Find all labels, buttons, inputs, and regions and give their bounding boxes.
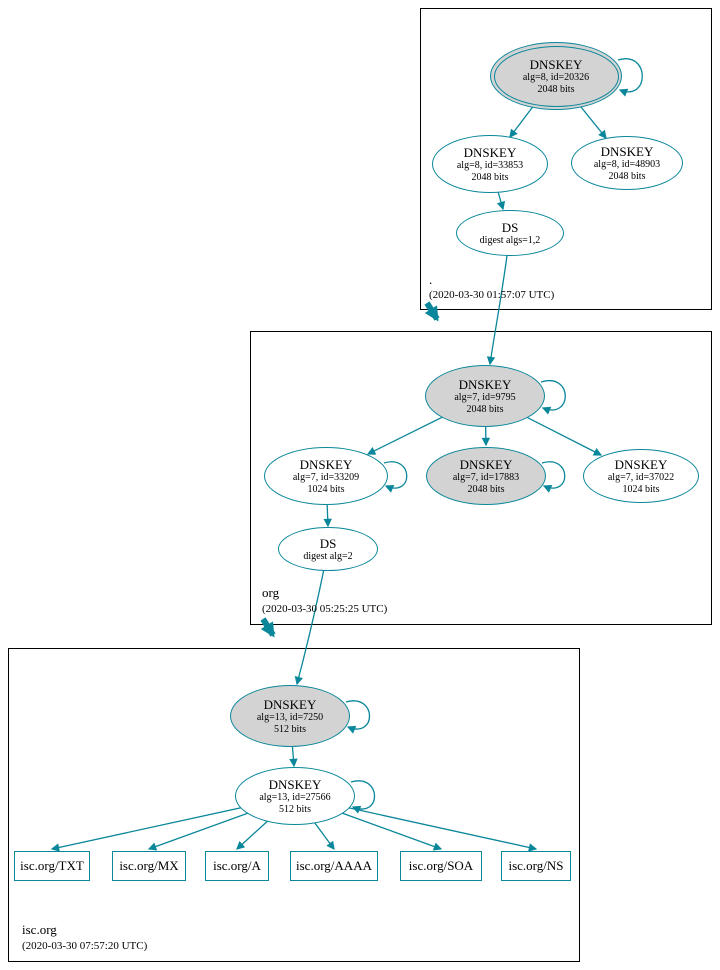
zone-timestamp-isc-org: (2020-03-30 07:57:20 UTC) (22, 940, 148, 952)
ds-node-root: DS digest algs=1,2 (456, 210, 564, 256)
zone-label-org: org (262, 585, 280, 600)
zone-box-root (420, 8, 712, 310)
rrset-isc-org-a: isc.org/A (205, 851, 269, 881)
dnskey-node-root-ksk-20326: DNSKEY alg=8, id=20326 2048 bits (490, 42, 622, 110)
node-title: DNSKEY (600, 143, 654, 159)
node-bits: 1024 bits (622, 483, 660, 495)
node-title: DNSKEY (614, 456, 668, 472)
dnskey-node-root-zsk-33853: DNSKEY alg=8, id=33853 2048 bits (432, 135, 548, 193)
edge-org-ksk9795-selfloop (540, 379, 566, 415)
node-detail: alg=8, id=48903 (593, 158, 661, 170)
rrset-isc-org-ns: isc.org/NS (501, 851, 571, 881)
node-detail: alg=7, id=33209 (292, 471, 360, 483)
node-detail: alg=7, id=9795 (454, 391, 516, 403)
edge-org-zsk33209-selfloop (383, 461, 408, 493)
node-bits: 2048 bits (608, 170, 646, 182)
node-title: DNSKEY (299, 456, 353, 472)
node-detail: digest algs=1,2 (479, 234, 541, 246)
node-bits: 2048 bits (537, 83, 575, 95)
node-bits: 1024 bits (307, 483, 345, 495)
node-detail: alg=8, id=33853 (456, 159, 524, 171)
edge-isc-ksk7250-selfloop (345, 700, 371, 734)
edge-isc-zsk27566-selfloop (350, 780, 376, 814)
node-title: DNSKEY (458, 376, 512, 392)
node-bits: 2048 bits (467, 483, 505, 495)
dnskey-node-org-zsk-37022: DNSKEY alg=7, id=37022 1024 bits (583, 449, 699, 503)
dnskey-node-isc-ksk-7250: DNSKEY alg=13, id=7250 512 bits (230, 685, 350, 747)
edge-delegation-root-to-org (424, 301, 440, 322)
node-detail: alg=7, id=37022 (607, 471, 675, 483)
rrset-isc-org-aaaa: isc.org/AAAA (290, 851, 378, 881)
rrset-isc-org-txt: isc.org/TXT (14, 851, 90, 881)
ds-node-org: DS digest alg=2 (278, 527, 378, 571)
zone-box-isc-org (8, 648, 580, 962)
dnskey-node-isc-zsk-27566: DNSKEY alg=13, id=27566 512 bits (235, 767, 355, 825)
dnskey-node-org-ksk-9795: DNSKEY alg=7, id=9795 2048 bits (425, 365, 545, 427)
node-detail: alg=13, id=7250 (256, 711, 324, 723)
node-detail: alg=8, id=20326 (522, 71, 590, 83)
node-title: DNSKEY (529, 56, 583, 72)
dnskey-node-org-ksk-17883: DNSKEY alg=7, id=17883 2048 bits (426, 447, 546, 505)
zone-timestamp-org: (2020-03-30 05:25:25 UTC) (262, 603, 388, 615)
zone-label-isc-org: isc.org (22, 922, 57, 937)
node-bits: 2048 bits (471, 171, 509, 183)
edge-root-ksk-selfloop (617, 58, 643, 97)
zone-label-root: . (429, 272, 433, 287)
edge-org-ksk17883-selfloop (541, 461, 566, 493)
node-title: DNSKEY (459, 456, 513, 472)
node-title: DNSKEY (268, 776, 322, 792)
edge-delegation-org-to-isc (260, 617, 276, 638)
node-detail: alg=7, id=17883 (452, 471, 520, 483)
node-title: DNSKEY (463, 144, 517, 160)
node-detail: digest alg=2 (303, 550, 353, 562)
dnskey-node-root-zsk-48903: DNSKEY alg=8, id=48903 2048 bits (571, 136, 683, 190)
node-title: DNSKEY (263, 696, 317, 712)
node-detail: alg=13, id=27566 (259, 791, 331, 803)
node-title: DS (319, 535, 337, 551)
zone-box-org (250, 331, 712, 625)
node-bits: 512 bits (279, 803, 311, 815)
node-title: DS (501, 219, 519, 235)
node-bits: 512 bits (274, 723, 306, 735)
rrset-isc-org-soa: isc.org/SOA (400, 851, 482, 881)
dnskey-node-org-zsk-33209: DNSKEY alg=7, id=33209 1024 bits (264, 447, 388, 505)
rrset-isc-org-mx: isc.org/MX (112, 851, 186, 881)
zone-timestamp-root: (2020-03-30 01:57:07 UTC) (429, 289, 555, 301)
node-bits: 2048 bits (466, 403, 504, 415)
